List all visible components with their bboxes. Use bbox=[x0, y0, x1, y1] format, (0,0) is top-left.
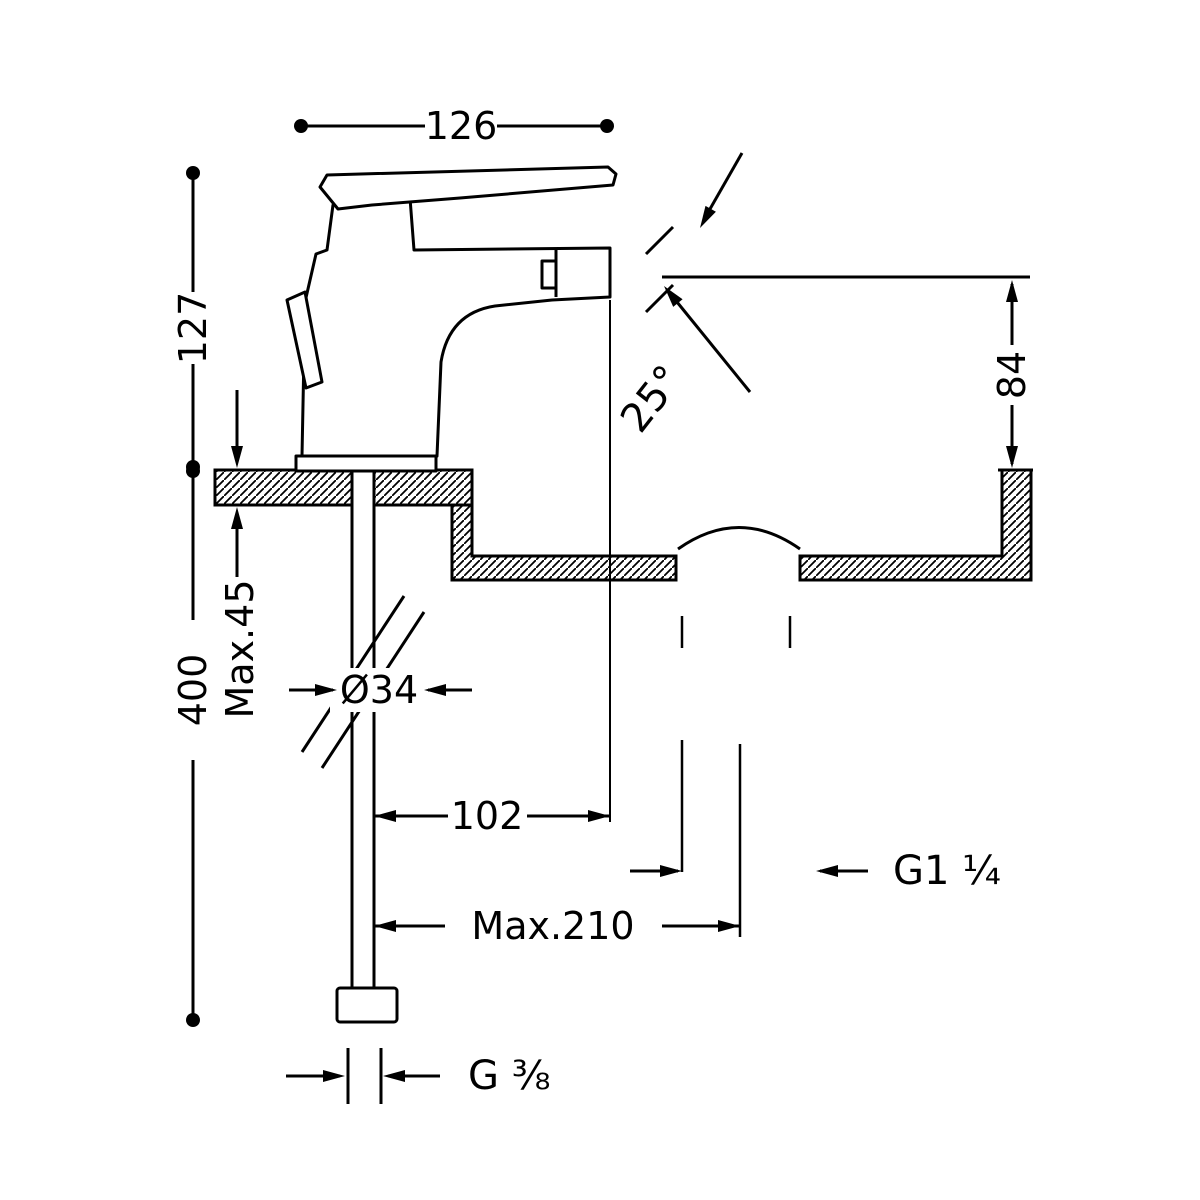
bowl-rim-curve bbox=[677, 526, 801, 551]
aerator-outlet bbox=[540, 259, 558, 290]
drain-outline bbox=[680, 616, 792, 937]
label-400: 400 bbox=[171, 654, 215, 727]
counter-right bbox=[798, 468, 1033, 582]
label-max210: Max.210 bbox=[471, 904, 634, 948]
hose-connector-nut bbox=[335, 986, 399, 1024]
dimension-max210: Max.210 bbox=[374, 904, 740, 948]
dimension-84: 84 bbox=[662, 275, 1034, 472]
counter-cross-section bbox=[213, 468, 1033, 582]
label-102: 102 bbox=[451, 794, 524, 838]
faucet bbox=[285, 165, 618, 473]
dimension-g-three-eighths: G ⅜ bbox=[286, 1048, 550, 1104]
dimension-126: 126 bbox=[294, 104, 614, 148]
faucet-handle bbox=[318, 165, 618, 211]
faucet-body bbox=[300, 196, 612, 458]
label-84: 84 bbox=[990, 351, 1034, 399]
dimension-102: 102 bbox=[374, 300, 611, 838]
label-g1-quarter: G1 ¼ bbox=[893, 848, 1001, 894]
label-127: 127 bbox=[171, 292, 215, 365]
faucet-base-plate bbox=[294, 454, 438, 473]
counter-left-top bbox=[213, 468, 474, 507]
label-25deg: 25° bbox=[612, 357, 692, 441]
counter-left-step bbox=[450, 503, 678, 582]
dimension-g1-quarter: G1 ¼ bbox=[630, 848, 1001, 894]
dimension-max45: Max.45 bbox=[218, 390, 262, 719]
label-dia34: Ø34 bbox=[340, 668, 418, 712]
dimension-angle-25: 25° bbox=[612, 152, 752, 441]
dimension-dia34: Ø34 bbox=[289, 668, 472, 712]
supply-hose bbox=[300, 467, 426, 1024]
dimension-400: 400 bbox=[171, 464, 215, 1027]
popup-rod-knob bbox=[285, 290, 324, 390]
label-max45: Max.45 bbox=[218, 580, 262, 719]
dimension-127: 127 bbox=[171, 166, 215, 474]
label-g-three-eighths: G ⅜ bbox=[468, 1053, 550, 1099]
label-126: 126 bbox=[425, 104, 498, 148]
